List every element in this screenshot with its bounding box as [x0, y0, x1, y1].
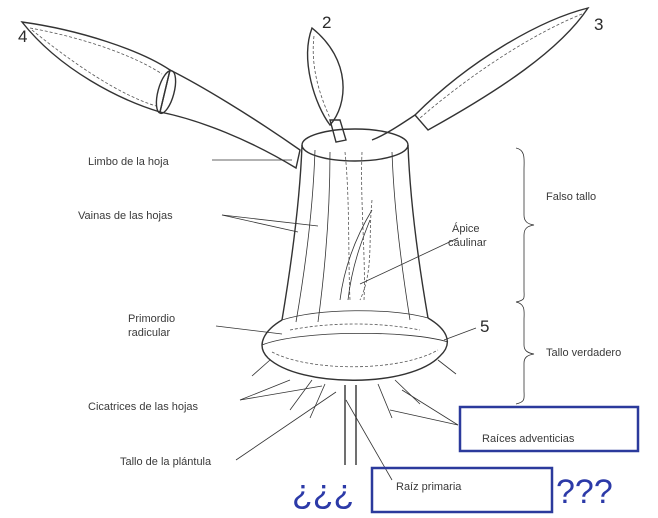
label-falso-tallo: Falso tallo: [546, 191, 596, 203]
leaf-4: [22, 22, 300, 168]
leaf-number-4: 4: [18, 27, 27, 46]
label-tallo-de-la-plantula: Tallo de la plántula: [120, 456, 212, 468]
question-marks-left: ¿¿¿: [292, 473, 354, 511]
bracket-falso-tallo: [516, 148, 534, 302]
label-tallo-verdadero: Tallo verdadero: [546, 347, 621, 359]
label-apice: Ápice: [452, 222, 480, 235]
true-stem: [262, 311, 448, 381]
bracket-tallo-verdadero: [516, 302, 534, 404]
leaf-2: [308, 28, 346, 142]
label-cicatrices-de-las-hojas: Cicatrices de las hojas: [88, 401, 199, 413]
leaf-number-2: 2: [322, 13, 331, 32]
label-limbo-de-la-hoja: Limbo de la hoja: [88, 156, 170, 168]
label-raices-adventicias: Raíces adventicias: [482, 433, 575, 445]
pseudostem: [282, 129, 428, 322]
question-marks-right: ???: [556, 473, 613, 511]
label-radicular: radicular: [128, 327, 171, 339]
leaf-3: [372, 8, 588, 140]
label-primordio: Primordio: [128, 313, 175, 325]
label-raiz-primaria: Raíz primaria: [396, 481, 462, 493]
label-vainas-de-las-hojas: Vainas de las hojas: [78, 210, 173, 222]
label-caulinar: caulinar: [448, 237, 487, 249]
leaf-number-5: 5: [480, 317, 489, 336]
roots: [252, 360, 456, 465]
leader-lines: [212, 160, 476, 480]
leaf-number-3: 3: [594, 15, 603, 34]
